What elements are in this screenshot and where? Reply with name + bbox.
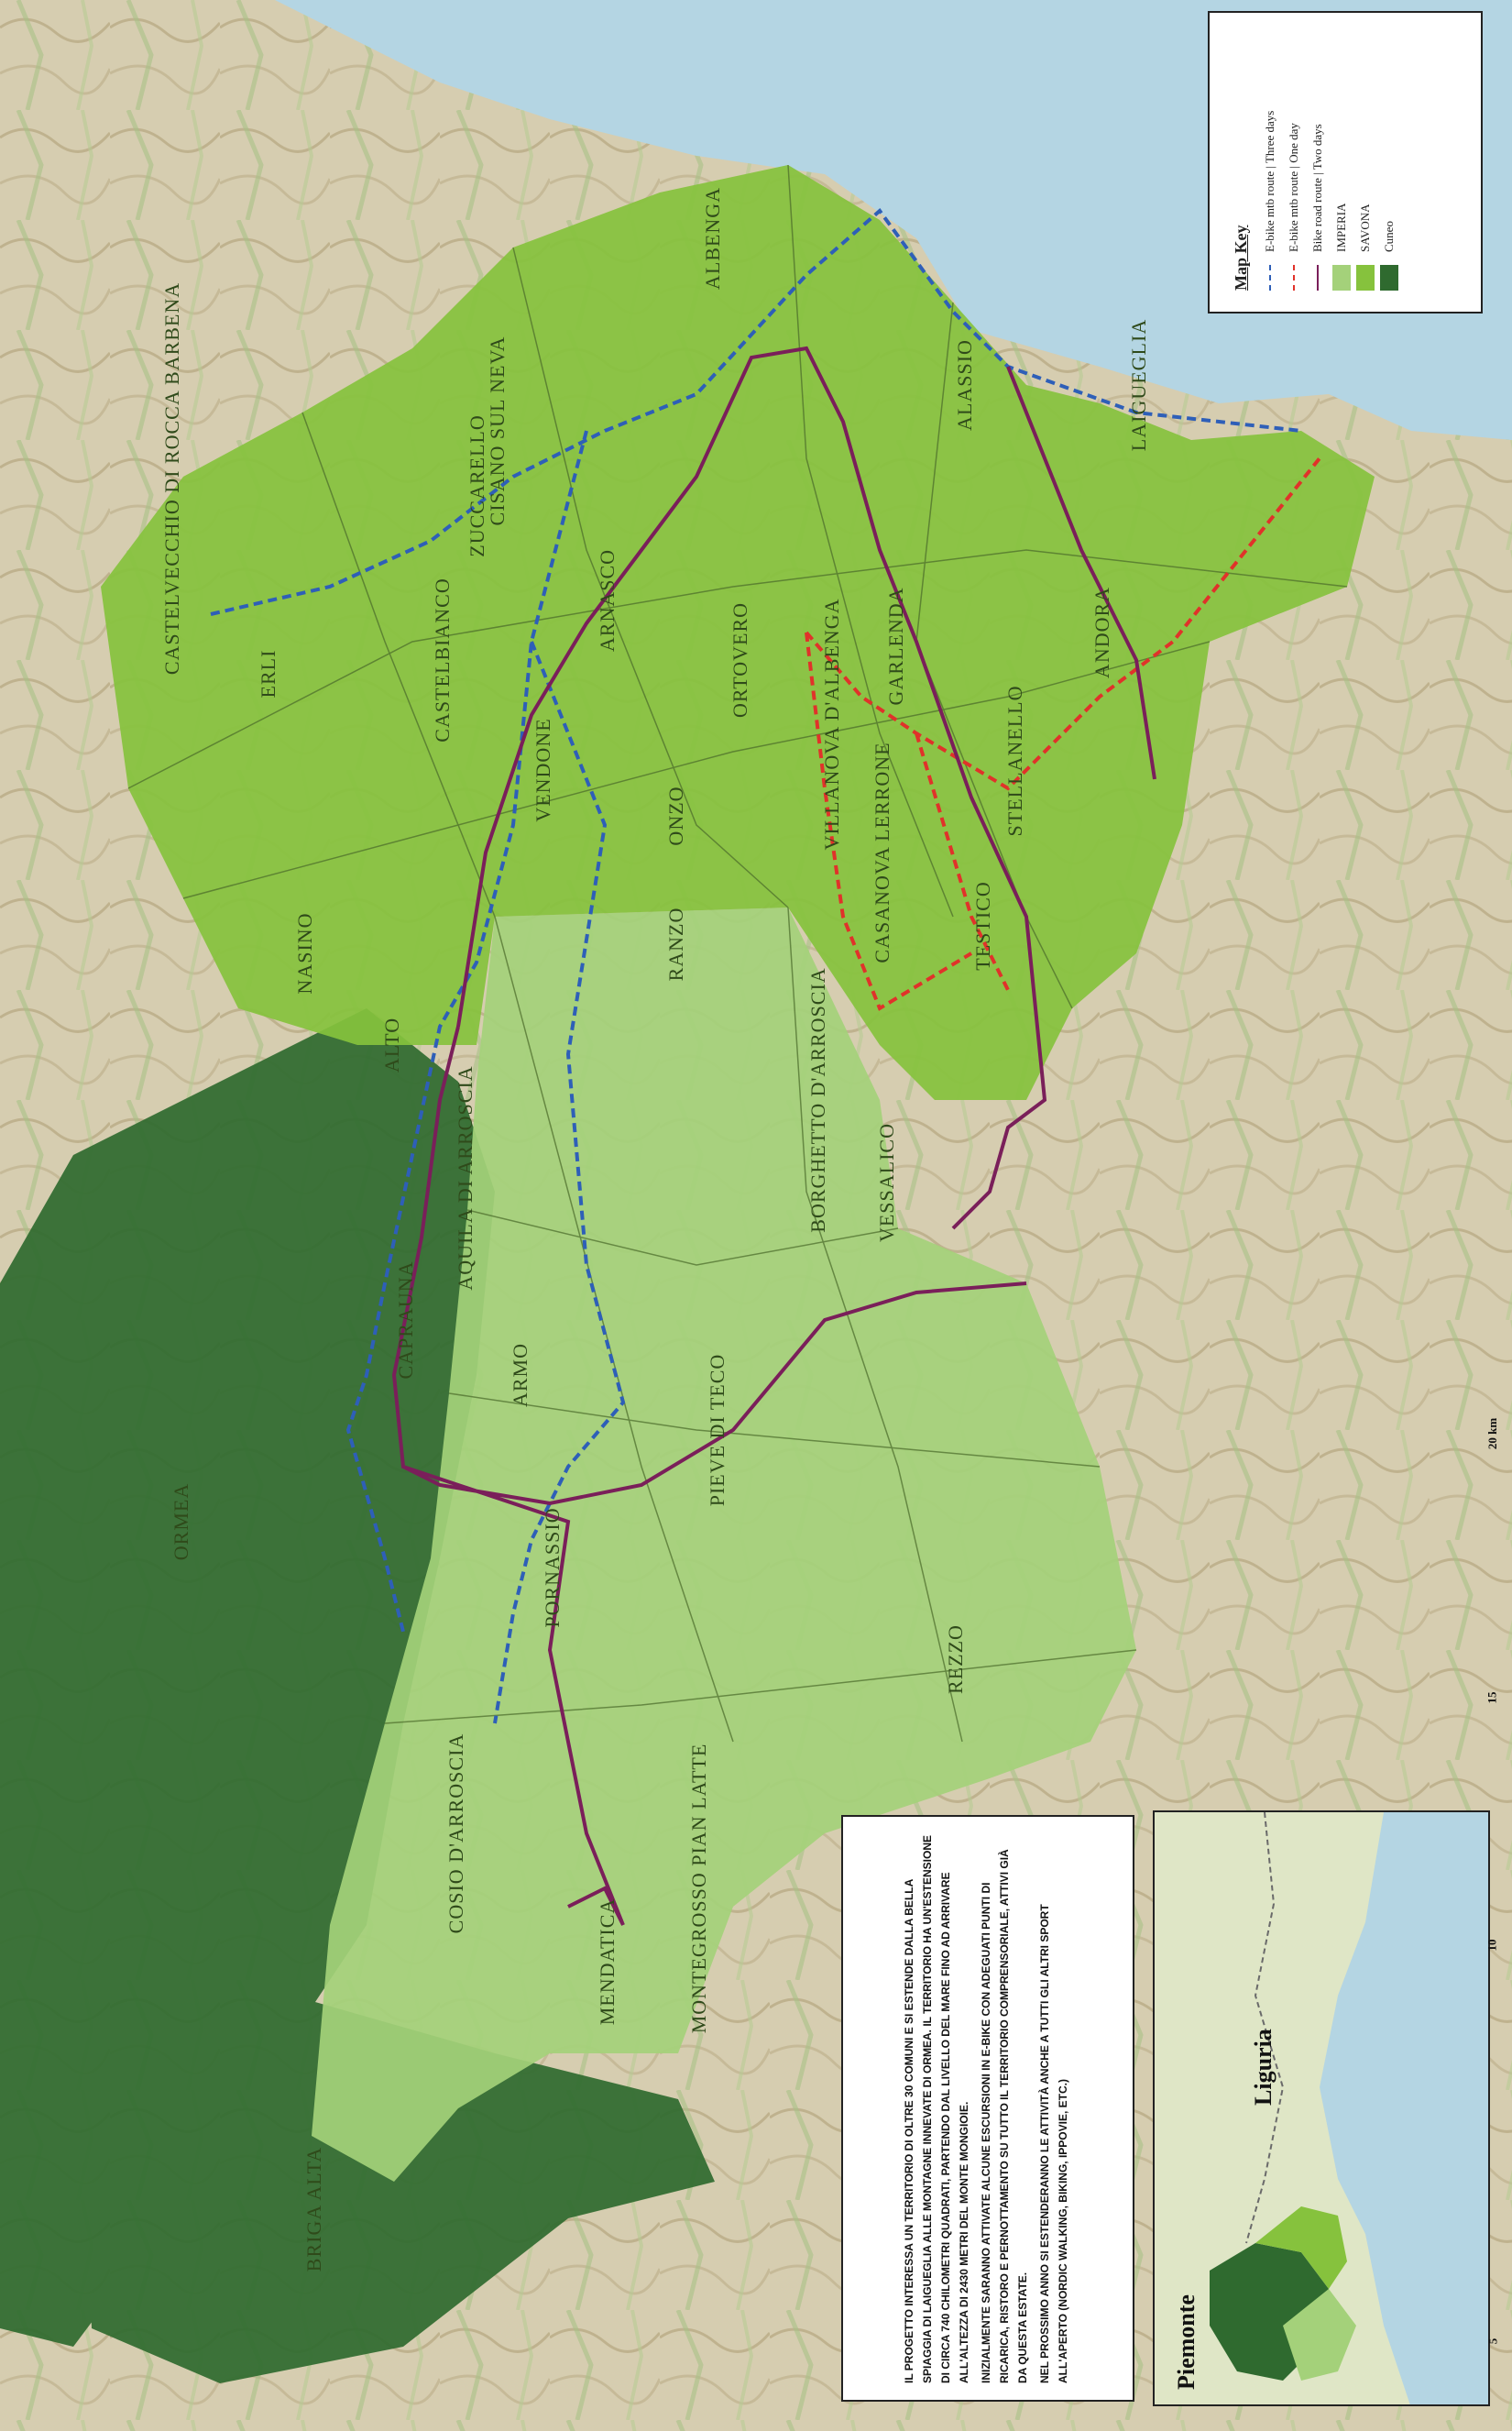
municipality-label: ARNASCO [596,549,619,652]
scale-tick-label: 10 [1485,1939,1499,1952]
map-key-row-savona: SAVONA [1353,25,1377,291]
map-key-label: IMPERIA [1334,203,1348,252]
map-key-row-ebike-one-day: E-bike mtb route | One day [1282,25,1306,291]
municipality-label: STELLANELLO [1003,686,1026,837]
map-key-label: E-bike mtb route | One day [1287,123,1300,252]
scale-tick-label: 5 [1485,2338,1500,2345]
purple-line-icon [1317,265,1319,291]
municipality-label: AQUILA DI ARROSCIA [454,1065,477,1290]
municipality-label: ALTO [380,1018,403,1072]
municipality-label: ZUCCARELLO [466,414,488,556]
municipality-label: ARMO [509,1343,531,1407]
blue-dashed-line-icon [1269,265,1271,291]
municipality-label: REZZO [944,1624,967,1694]
municipality-label: MENDATICA [596,1898,619,2026]
municipal-boundaries [127,164,1348,1743]
map-key-label: Cuneo [1382,221,1396,252]
municipality-label: PIEVE DI TECO [706,1354,729,1507]
route-ebike-three-days [210,208,1302,1724]
municipality-label: RANZO [664,908,687,982]
locator-inset-map: Piemonte Liguria [1153,1810,1490,2406]
sea [275,0,1512,440]
municipality-label: VESSALICO [875,1123,898,1242]
municipality-label: ANDORA [1090,587,1113,678]
municipality-label: ALASSIO [953,339,976,431]
municipality-label: VENDONE [531,718,554,821]
municipality-label: BORGHETTO D'ARROSCIA [806,967,829,1232]
project-info-paragraph: Il progetto interessa un territorio di o… [903,1835,970,2383]
municipality-label: ALBENGA [701,187,724,290]
municipality-label: CASTELBIANCO [431,578,454,742]
map-key-label: E-bike mtb route | Three days [1263,110,1276,252]
region-imperia [312,908,1136,2182]
region-savona [101,165,1375,1100]
municipality-label: CAPRAUNA [394,1260,417,1379]
inset-regional-border [1245,1812,1285,2244]
scale-tick-label: 15 [1485,1691,1499,1704]
route-bike-road-two-days [391,346,1156,1926]
inset-savona-area [1255,2206,1347,2289]
municipality-label: ORTOVERO [729,602,751,718]
map-key: Map Key E-bike mtb route | Three days E-… [1208,11,1483,314]
municipality-label: LAIGUEGLIA [1127,319,1150,451]
municipality-label: NASINO [293,912,316,994]
map-key-row-imperia: IMPERIA [1330,25,1353,291]
scale-tick-label: 20 km [1485,1417,1500,1450]
imperia-swatch-icon [1332,265,1351,291]
municipality-label: CASANOVA LERRONE [871,742,893,962]
map-key-row-cuneo: Cuneo [1377,25,1401,291]
project-info-paragraph: Inizialmente saranno attivate alcune esc… [980,1849,1029,2383]
municipality-label: MONTEGROSSO PIAN LATTE [687,1744,710,2034]
map-key-row-ebike-three-days: E-bike mtb route | Three days [1258,25,1282,291]
red-dashed-line-icon [1293,265,1295,291]
savona-swatch-icon [1356,265,1375,291]
municipality-label: GARLENDA [884,588,907,706]
municipality-label: VILLANOVA D'ALBENGA [820,599,843,851]
inset-label-liguria: Liguria [1250,2029,1276,2106]
municipality-label: BRIGA ALTA [302,2147,325,2272]
municipality-label: COSIO D'ARROSCIA [444,1733,467,1934]
project-info-paragraph: Nel prossimo anno si estenderanno le att… [1038,1904,1069,2383]
municipality-label: ORMEA [170,1483,192,1560]
map-key-row-bike-road: Bike road route | Two days [1306,25,1330,291]
municipality-label: CISANO SUL NEVA [486,336,509,526]
municipality-labels: CASTELVECCHIO DI ROCCA BARBENA ZUCCARELLO… [160,187,1150,2272]
inset-sea [1320,1812,1488,2404]
inset-label-piemonte: Piemonte [1173,2294,1200,2390]
municipality-label: ERLI [257,650,279,698]
routes [210,208,1321,1926]
municipality-label: TESTICO [971,881,994,970]
map-key-title: Map Key [1232,225,1250,292]
municipality-label: ONZO [664,786,687,845]
locator-map [1210,1812,1488,2404]
project-info-text: Il progetto interessa un territorio di o… [900,1833,1076,2383]
route-ebike-one-day [805,456,1321,1011]
map-key-label: SAVONA [1358,204,1372,253]
inset-imperia-area [1283,2289,1356,2381]
project-info-box: Il progetto interessa un territorio di o… [841,1815,1134,2402]
map-key-label: Bike road route | Two days [1310,124,1324,252]
municipality-label: CASTELVECCHIO DI ROCCA BARBENA [160,282,183,675]
municipality-label: PORNASSIO [541,1507,564,1627]
region-cuneo [0,1008,715,2383]
cuneo-swatch-icon [1380,265,1398,291]
